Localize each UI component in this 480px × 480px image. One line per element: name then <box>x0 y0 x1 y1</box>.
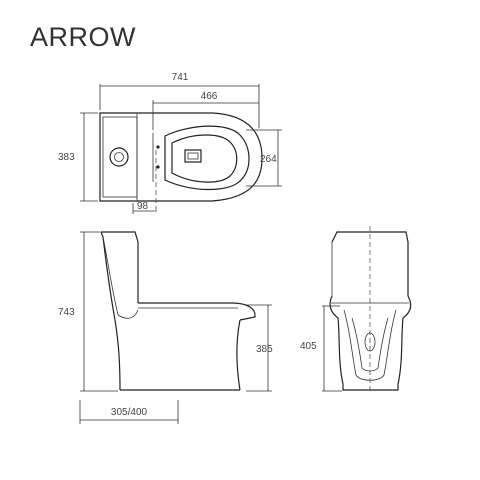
side-tank-outline <box>101 231 139 303</box>
dim-label-overall-length: 741 <box>172 72 189 83</box>
side-back-outline <box>100 231 121 391</box>
front-tank-outline <box>331 231 409 296</box>
dim-label-seat-height: 385 <box>256 344 273 355</box>
top-view: 741 466 383 264 98 <box>58 72 282 214</box>
flush-button-icon <box>109 147 129 167</box>
dim-label-bowl-width: 264 <box>260 154 277 165</box>
front-trapway-outline <box>343 309 397 381</box>
side-seat-outline <box>138 302 256 321</box>
side-view: 743 385 305/400 <box>58 231 273 424</box>
dim-label-rough-in: 305/400 <box>111 407 148 418</box>
bolt-hole-icon <box>156 165 160 169</box>
side-front-outline <box>236 319 241 391</box>
front-view: 405 <box>300 226 412 392</box>
dim-label-bowl-length: 466 <box>201 91 218 102</box>
flush-button-inner-icon <box>114 152 124 162</box>
bolt-hole-icon <box>156 145 160 149</box>
dim-label-overall-height: 743 <box>58 307 75 318</box>
tank-inner-outline <box>102 116 138 198</box>
dim-label-tank-width: 383 <box>58 152 75 163</box>
dim-label-base-height: 405 <box>300 341 317 352</box>
bowl-opening-outline <box>171 134 238 183</box>
seat-outline <box>164 125 250 191</box>
front-body-outline <box>329 295 412 391</box>
dim-label-outlet-offset: 98 <box>137 201 149 212</box>
brand-logo: ARROW <box>30 22 136 52</box>
drain-inner-outline <box>187 152 199 160</box>
top-view-outline <box>99 112 263 202</box>
drain-outline <box>184 149 202 163</box>
side-inner-curve <box>102 236 139 319</box>
